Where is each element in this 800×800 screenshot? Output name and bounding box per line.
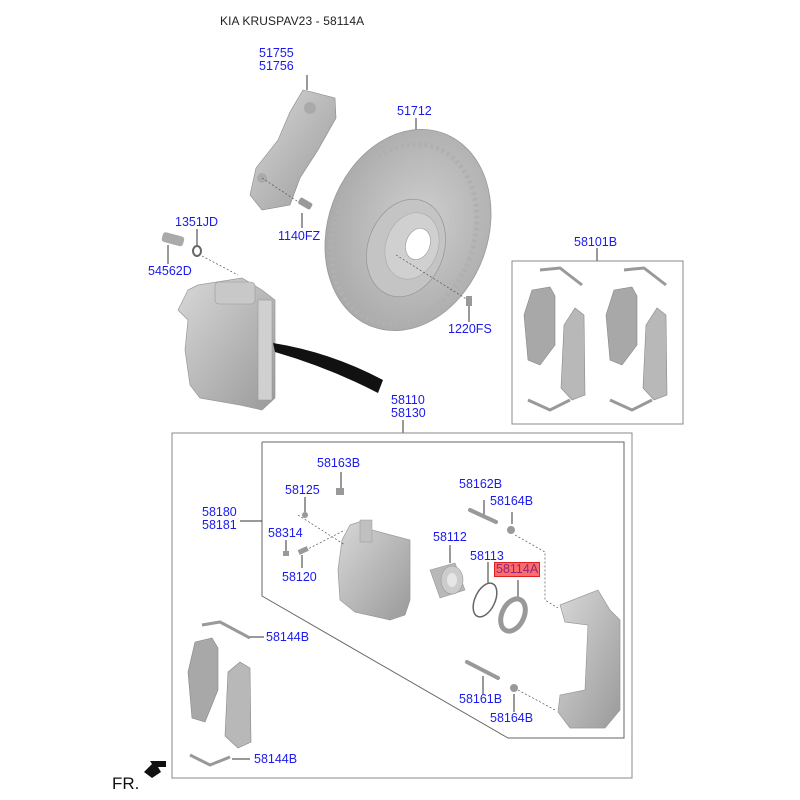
part-label-58181[interactable]: 58181 [202, 518, 237, 532]
part-label-58130[interactable]: 58130 [391, 406, 426, 420]
brake-pads[interactable] [187, 620, 264, 767]
caliper-body[interactable] [297, 514, 411, 621]
part-label-1140fz[interactable]: 1140FZ [278, 229, 321, 243]
part-label-51755[interactable]: 51755 [259, 46, 294, 60]
bolt-1220fs[interactable] [466, 296, 472, 322]
washer-1351jd[interactable] [192, 229, 239, 276]
part-label-58314[interactable]: 58314 [268, 526, 303, 540]
part-label-58112[interactable]: 58112 [433, 530, 467, 544]
part-label-1220fs[interactable]: 1220FS [448, 322, 492, 336]
part-label-58163b[interactable]: 58163B [317, 456, 361, 470]
part-label-58180[interactable]: 58180 [202, 505, 237, 519]
piston[interactable] [429, 545, 466, 599]
brake-pads-kit[interactable] [523, 266, 668, 412]
part-label-58113[interactable]: 58113 [470, 549, 504, 563]
part-label-58164b-bottom[interactable]: 58164B [490, 711, 534, 725]
brake-disc[interactable] [298, 106, 519, 354]
pad-kit-box [511, 248, 684, 425]
piston-boot[interactable] [496, 580, 530, 635]
dust-shield[interactable] [249, 75, 337, 211]
part-label-58161b[interactable]: 58161B [459, 692, 503, 706]
part-label-51756[interactable]: 51756 [259, 59, 294, 73]
caliper-assembly[interactable] [177, 277, 383, 411]
guide-pin-bolts-top[interactable] [468, 500, 559, 609]
page-title: KIA KRUSPAV23 - 58114A [220, 14, 365, 28]
part-label-1351jd[interactable]: 1351JD [175, 215, 219, 229]
arrow-down-left-icon [144, 761, 166, 778]
part-label-58120[interactable]: 58120 [282, 570, 317, 584]
caliper-kit-frame [171, 420, 633, 779]
part-label-51712[interactable]: 51712 [397, 104, 432, 118]
bolt-1140fz[interactable] [297, 197, 313, 228]
part-label-58125[interactable]: 58125 [285, 483, 320, 497]
part-label-58110[interactable]: 58110 [391, 393, 425, 407]
small-bolts[interactable] [283, 472, 344, 568]
guide-pin-bolts-bottom[interactable] [465, 660, 556, 712]
part-label-58164b-top[interactable]: 58164B [490, 494, 534, 508]
part-label-58101b[interactable]: 58101B [574, 235, 618, 249]
part-label-58162b[interactable]: 58162B [459, 477, 503, 491]
part-label-58144b-bottom[interactable]: 58144B [254, 752, 298, 766]
front-direction-label: FR. [112, 774, 140, 793]
piston-seal-ring[interactable] [468, 562, 501, 621]
bolt-54562d[interactable] [161, 232, 185, 264]
part-label-58114a-highlighted[interactable]: 58114A [494, 562, 541, 577]
part-label-58144b-top[interactable]: 58144B [266, 630, 310, 644]
part-label-54562d[interactable]: 54562D [148, 264, 192, 278]
caliper-carrier[interactable] [557, 589, 621, 729]
